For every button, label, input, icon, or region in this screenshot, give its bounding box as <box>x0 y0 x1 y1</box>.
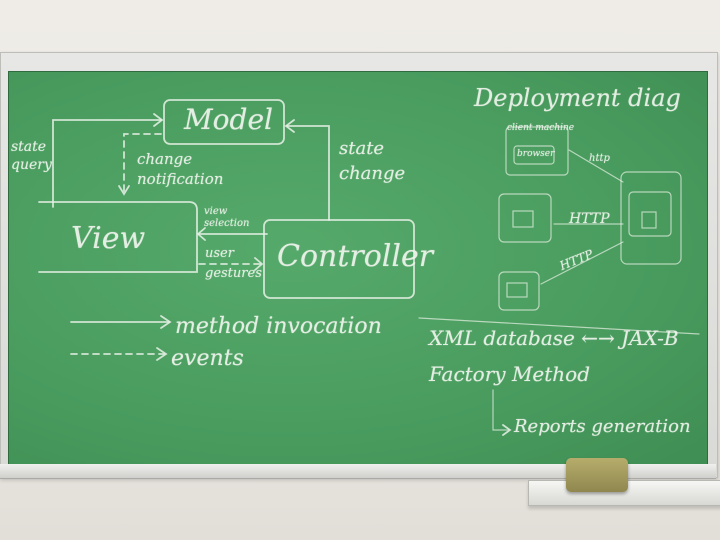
deployment-title: Deployment diag <box>474 84 681 112</box>
state-query-arrow <box>52 119 162 208</box>
client-machine-box <box>505 126 569 176</box>
state-query-label: state query <box>11 139 52 174</box>
view-label: View <box>71 221 146 256</box>
browser-label: browser <box>517 149 555 159</box>
node-box-1 <box>498 193 552 243</box>
http-link-1 <box>568 149 624 183</box>
model-label: Model <box>184 103 273 136</box>
view-box <box>38 201 198 273</box>
view-selection-label: view selection <box>204 206 250 229</box>
http-label-1: http <box>589 153 610 164</box>
method-invocation-label: method invocation <box>175 314 382 339</box>
browser-box <box>513 145 555 165</box>
controller-box <box>263 219 415 299</box>
chalk-drawing <box>38 99 700 436</box>
xml-note: XML database ←→ JAX-B <box>429 326 679 350</box>
reports-note: Reports generation <box>514 416 691 437</box>
chalkboard: Model View Controller state query state … <box>8 71 708 466</box>
controller-label: Controller <box>277 239 434 274</box>
node-box-2 <box>498 271 540 311</box>
user-gestures-label: user gestures <box>205 246 262 281</box>
chalk-tray <box>0 464 716 479</box>
reports-arrow <box>492 389 510 431</box>
http-label-2: HTTP <box>569 211 610 227</box>
server-box <box>620 171 682 265</box>
notes-divider <box>418 317 700 335</box>
change-notification-label: change notification <box>137 150 224 188</box>
client-machine-label: client machine <box>507 123 575 133</box>
factory-note: Factory Method <box>429 362 591 386</box>
http-link-3 <box>540 241 624 285</box>
model-box <box>163 99 285 145</box>
change-notification-arrow <box>123 133 162 195</box>
state-change-label: state change <box>339 138 406 185</box>
eraser <box>566 458 628 492</box>
state-change-arrow <box>286 125 330 221</box>
events-label: events <box>171 346 244 371</box>
